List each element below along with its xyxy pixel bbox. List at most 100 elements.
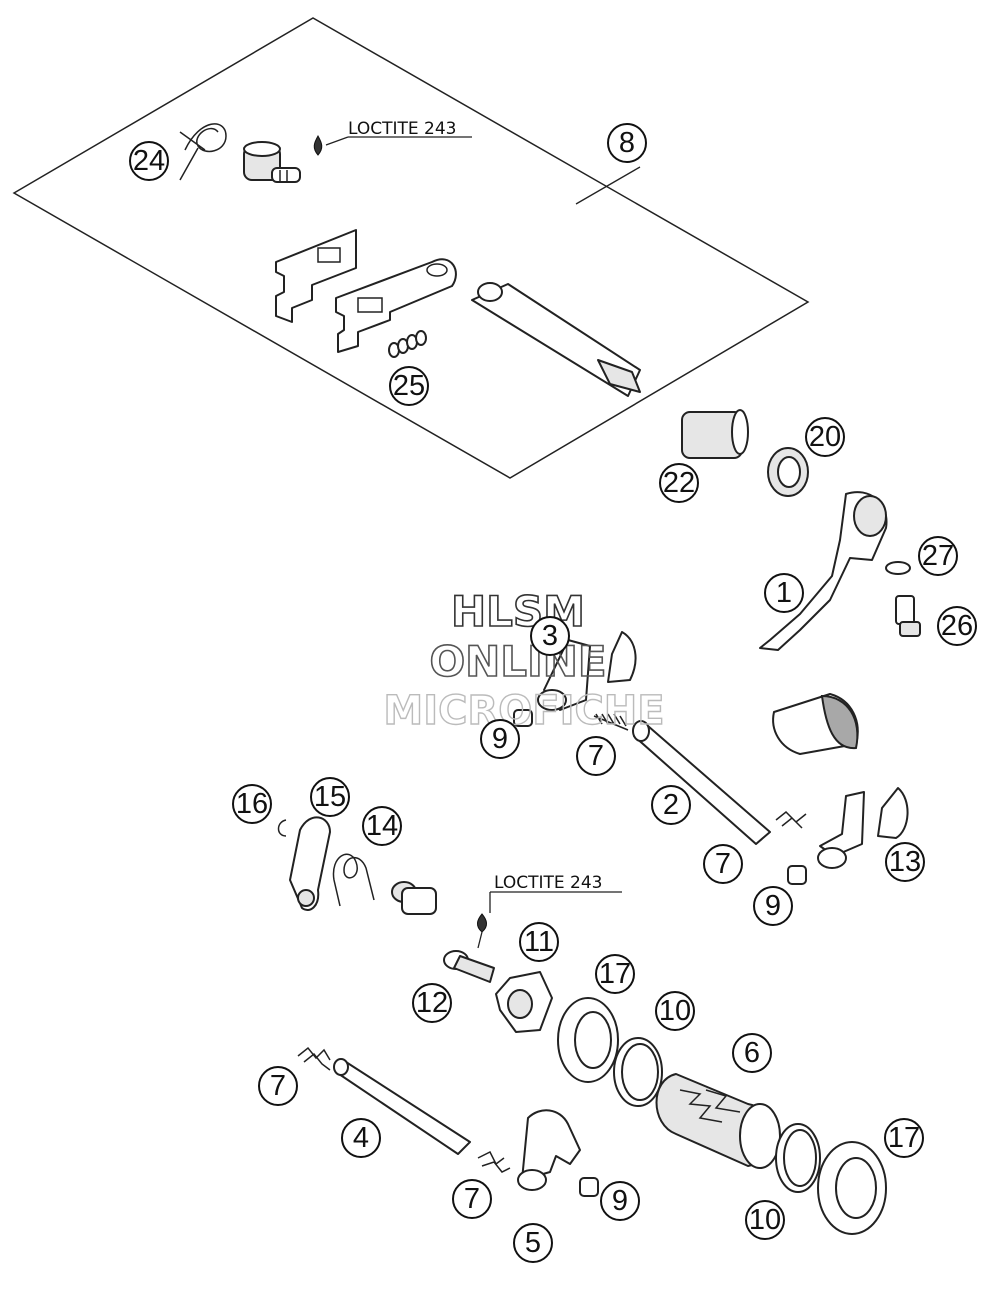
spring-part-7b (775, 810, 807, 829)
lock-washer-part-27 (885, 561, 911, 575)
callout-2-label: 2 (663, 789, 679, 821)
callout-7b-label: 7 (715, 848, 731, 880)
callout-13-label: 13 (889, 846, 921, 878)
callout-20: 20 (805, 417, 845, 457)
callout-14: 14 (362, 806, 402, 846)
shift-lever-plate-part (335, 258, 457, 353)
spring-part-7c (297, 1046, 331, 1071)
callout-10a-label: 10 (659, 995, 691, 1027)
fork-shaft-part-4 (333, 1058, 471, 1155)
callout-17b-label: 17 (888, 1122, 920, 1154)
callout-17a: 17 (595, 954, 635, 994)
spring-part-14 (332, 853, 375, 907)
callout-9c: 9 (600, 1181, 640, 1221)
screw-part-12 (443, 950, 495, 983)
callout-25: 25 (389, 366, 429, 406)
callout-7b: 7 (703, 844, 743, 884)
callout-11-label: 11 (524, 926, 554, 958)
callout-1: 1 (764, 573, 804, 613)
callout-5: 5 (513, 1223, 553, 1263)
callout-25-label: 25 (393, 370, 425, 402)
spring-part-7a (593, 713, 629, 731)
callout-8-label: 8 (619, 127, 635, 159)
torsion-spring-part-24 (179, 123, 227, 181)
kickstarter-lever-part-1 (759, 491, 888, 755)
callout-6-label: 6 (744, 1037, 760, 1069)
callout-7c-label: 7 (270, 1070, 286, 1102)
shift-cam-part-11 (495, 971, 553, 1033)
bolt-part-26 (895, 595, 921, 637)
callout-15: 15 (310, 777, 350, 817)
callout-10a: 10 (655, 991, 695, 1031)
callout-12-label: 12 (416, 987, 448, 1019)
callout-24-label: 24 (133, 145, 165, 177)
shift-bolt-part (243, 141, 301, 183)
loctite-label-bottom: LOCTITE 243 (494, 873, 603, 893)
shift-fork-part-5 (517, 1109, 581, 1191)
loctite-label-top: LOCTITE 243 (348, 119, 457, 139)
watermark-line-2: ONLINE (429, 637, 606, 686)
callout-17b: 17 (884, 1118, 924, 1158)
callout-7a-label: 7 (588, 740, 604, 772)
callout-22-label: 22 (663, 467, 695, 499)
callout-12: 12 (412, 983, 452, 1023)
shift-fork-part-13 (817, 787, 909, 869)
locating-lever-part-15 (289, 816, 331, 911)
callout-8: 8 (607, 123, 647, 163)
callout-9b-label: 9 (765, 890, 781, 922)
callout-26-label: 26 (941, 610, 973, 642)
callout-4-label: 4 (353, 1122, 369, 1154)
callout-9a: 9 (480, 719, 520, 759)
callout-9c-label: 9 (612, 1185, 628, 1217)
callout-1-label: 1 (776, 577, 792, 609)
loctite-drop-icon-2 (477, 913, 487, 933)
callout-27: 27 (918, 536, 958, 576)
callout-14-label: 14 (366, 810, 398, 842)
washers-part-25 (388, 330, 427, 358)
callout-22: 22 (659, 463, 699, 503)
callout-15-label: 15 (314, 781, 346, 813)
callout-16-label: 16 (236, 788, 268, 820)
needle-bearing-part-22 (681, 409, 749, 459)
seal-ring-part-20 (767, 447, 809, 497)
callout-10b-label: 10 (749, 1204, 781, 1236)
watermark-line-3: MICROFICHE (383, 688, 664, 734)
callout-17a-label: 17 (599, 958, 631, 990)
bolt-part-locating (391, 881, 437, 915)
callout-6: 6 (732, 1033, 772, 1073)
shim-part-10b (775, 1123, 821, 1193)
shift-plate-part (275, 229, 357, 323)
spring-part-7d (477, 1150, 511, 1173)
callout-2: 2 (651, 785, 691, 825)
callout-7c: 7 (258, 1066, 298, 1106)
callout-27-label: 27 (922, 540, 954, 572)
kit-panel (12, 17, 810, 479)
callout-7a: 7 (576, 736, 616, 776)
shift-fork-part-3 (537, 631, 637, 711)
callout-5-label: 5 (525, 1227, 541, 1259)
fork-roller-part-9b (787, 865, 807, 885)
fork-roller-part-9a (513, 709, 533, 727)
callout-9b: 9 (753, 886, 793, 926)
watermark: HLSM ONLINE MICROFICHE (383, 586, 666, 735)
callout-26: 26 (937, 606, 977, 646)
callout-11: 11 (519, 922, 559, 962)
callout-16: 16 (232, 784, 272, 824)
callout-7d-label: 7 (464, 1183, 480, 1215)
bearing-part-17b (817, 1141, 887, 1235)
shift-shaft-part (471, 282, 641, 397)
callout-10b: 10 (745, 1200, 785, 1240)
callout-13: 13 (885, 842, 925, 882)
loctite-drop-icon (313, 134, 323, 156)
circlip-part-16 (277, 819, 287, 837)
callout-7d: 7 (452, 1179, 492, 1219)
shim-part-10a (613, 1037, 663, 1107)
shift-drum-part-6 (655, 1073, 781, 1169)
fork-shaft-part-2 (632, 720, 771, 845)
callout-20-label: 20 (809, 421, 841, 453)
callout-3-label: 3 (542, 620, 558, 652)
callout-3: 3 (530, 616, 570, 656)
fork-roller-part-9c (579, 1177, 599, 1197)
